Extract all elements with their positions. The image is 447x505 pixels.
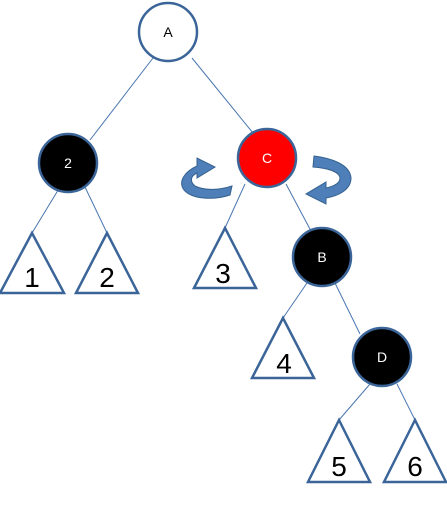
subtree-3: 3 xyxy=(191,225,259,290)
subtree-label-1: 1 xyxy=(24,262,40,293)
edge-c-t3 xyxy=(224,183,246,229)
node-b-circle xyxy=(291,226,353,288)
subtree-1: 1 xyxy=(0,230,67,295)
subtree-label-5: 5 xyxy=(331,451,347,482)
node-d-label: D xyxy=(377,349,387,365)
subtree-triangle xyxy=(305,417,373,484)
edge-d-t5 xyxy=(338,383,371,421)
subtrees: 1 2 3 4 5 6 xyxy=(0,225,447,484)
subtree-5: 5 xyxy=(305,417,373,484)
edge-2-t2 xyxy=(84,186,108,234)
node-a: A xyxy=(137,1,199,63)
curved-arrow-right-icon xyxy=(304,155,352,205)
tree-nodes: A 2 C B D xyxy=(37,1,413,388)
tree-edges xyxy=(31,57,416,421)
node-2-circle xyxy=(37,132,99,194)
node-2: 2 xyxy=(37,132,99,194)
curved-arrow-right-shape xyxy=(304,155,352,205)
node-c-label: C xyxy=(262,150,272,166)
node-b: B xyxy=(291,226,353,288)
edge-a-2 xyxy=(89,57,154,141)
edge-d-t6 xyxy=(396,383,416,421)
node-a-circle xyxy=(137,1,199,63)
node-d: D xyxy=(351,326,413,388)
node-b-label: B xyxy=(317,249,326,265)
edge-2-t1 xyxy=(31,186,61,234)
subtree-label-4: 4 xyxy=(276,348,292,379)
subtree-triangle xyxy=(381,417,447,484)
node-c-circle xyxy=(236,127,298,189)
subtree-4: 4 xyxy=(249,315,317,380)
subtree-label-6: 6 xyxy=(407,451,423,482)
edge-b-d xyxy=(334,282,361,335)
node-2-label: 2 xyxy=(64,155,72,171)
rotation-arrows xyxy=(181,155,352,205)
node-c: C xyxy=(236,127,298,189)
subtree-triangle xyxy=(191,225,259,290)
subtree-label-3: 3 xyxy=(215,258,231,289)
curved-arrow-left-icon xyxy=(181,157,233,199)
subtree-triangle xyxy=(0,230,67,295)
edge-c-b xyxy=(285,183,312,232)
node-d-circle xyxy=(351,326,413,388)
edge-b-t4 xyxy=(282,282,308,319)
node-a-label: A xyxy=(163,24,173,40)
subtree-label-2: 2 xyxy=(99,262,115,293)
subtree-triangle xyxy=(73,230,141,295)
subtree-2: 2 xyxy=(73,230,141,295)
edge-a-c xyxy=(191,57,254,134)
curved-arrow-left-shape xyxy=(181,157,233,199)
subtree-triangle xyxy=(249,315,317,380)
subtree-6: 6 xyxy=(381,417,447,484)
